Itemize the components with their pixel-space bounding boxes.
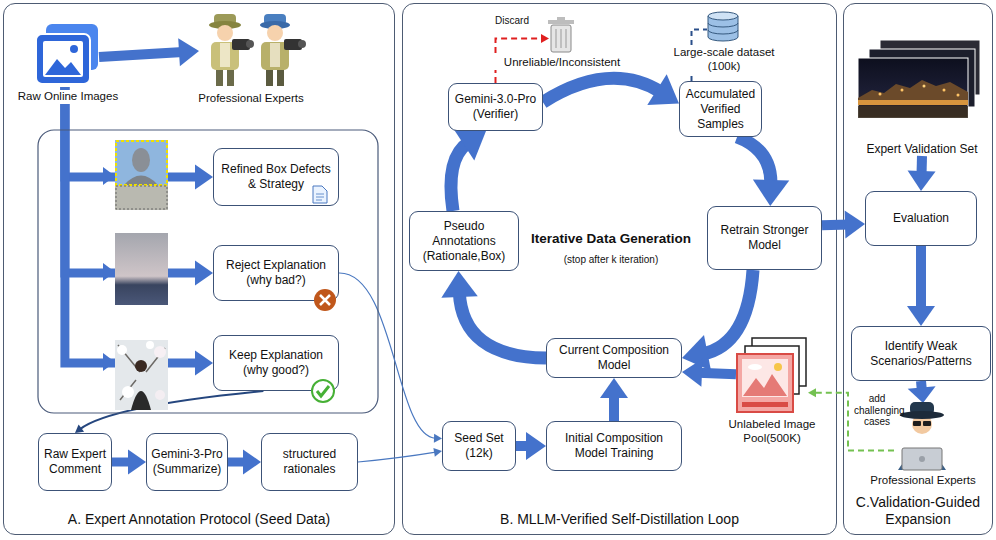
node-text: Unlabeled Image Pool(500K) [717, 418, 827, 446]
panel-caption: C.Validation-Guided Expansion [848, 494, 988, 528]
node-text: Expert Validation Set [853, 142, 991, 156]
process-box: Accumulated Verified Samples [679, 81, 762, 137]
process-box: Retrain Stronger Model [707, 206, 822, 270]
node-text: Gemini-3-Pro (Summarize) [150, 447, 224, 477]
icon-node: Unlabeled Image Pool(500K) [736, 341, 808, 415]
node-text: Professional Experts [181, 92, 321, 106]
process-box: Seed Set (12k) [442, 421, 516, 471]
icon-node: Professional Experts [894, 403, 952, 471]
node-text: Unreliable/Inconsistent [492, 56, 632, 70]
process-box: Keep Explanation (why good?) [213, 335, 339, 391]
node-text: Accumulated Verified Samples [683, 87, 758, 132]
icon-node: Large-scale dataset (100k) [707, 13, 741, 43]
node-text: Identify Weak Scenarios/Patterns [855, 339, 987, 369]
node-text: Professional Experts [858, 474, 988, 488]
process-box: Initial Composition Model Training [546, 421, 682, 471]
icon-node: Unreliable/Inconsistent [549, 21, 575, 53]
node-text: Raw Expert Comment [42, 447, 108, 477]
node-text: Current Composition Model [550, 343, 678, 373]
process-box: structured rationales [261, 433, 358, 491]
panel-caption: B. MLLM-Verified Self-Distillation Loop [407, 511, 832, 528]
image-node: Expert Validation Set [853, 41, 991, 156]
node-text: Large-scale dataset (100k) [669, 46, 779, 74]
process-box: Gemini-3-Pro (Summarize) [146, 433, 228, 491]
process-box: Evaluation [865, 191, 977, 246]
icon-node: Professional Experts [199, 13, 303, 89]
process-box: Raw Expert Comment [38, 433, 112, 491]
node-text: Initial Composition Model Training [550, 431, 678, 461]
panel-frame: A. Expert Annotation Protocol (Seed Data… [3, 3, 395, 535]
node-text: Keep Explanation (why good?) [217, 348, 335, 378]
node-text: Refined Box Defects & Strategy [217, 162, 335, 192]
process-box: Gemini-3.0-Pro (Verifier) [448, 83, 543, 131]
node-text: structured rationales [265, 447, 354, 477]
panel-caption: A. Expert Annotation Protocol (Seed Data… [8, 511, 390, 528]
process-box: Refined Box Defects & Strategy [213, 148, 339, 206]
icon-node: Raw Online Images [37, 27, 99, 87]
node-text: Seed Set (12k) [446, 431, 512, 461]
panel-frame: C.Validation-Guided Expansion Expert Vali… [843, 3, 993, 535]
node-text: Retrain Stronger Model [711, 223, 818, 253]
process-box: Current Composition Model [546, 338, 682, 378]
process-box: Identify Weak Scenarios/Patterns [851, 326, 991, 381]
node-text: Gemini-3.0-Pro (Verifier) [452, 92, 539, 122]
process-box: Pseudo Annotations (Rationale,Box) [409, 211, 519, 271]
node-text: Reject Explanation (why bad?) [217, 258, 335, 288]
node-text: Pseudo Annotations (Rationale,Box) [413, 219, 515, 264]
panel-frame: B. MLLM-Verified Self-Distillation Loop G… [402, 3, 837, 535]
node-text: Evaluation [893, 211, 949, 226]
process-box: Reject Explanation (why bad?) [213, 245, 339, 301]
node-text: Raw Online Images [8, 90, 128, 104]
